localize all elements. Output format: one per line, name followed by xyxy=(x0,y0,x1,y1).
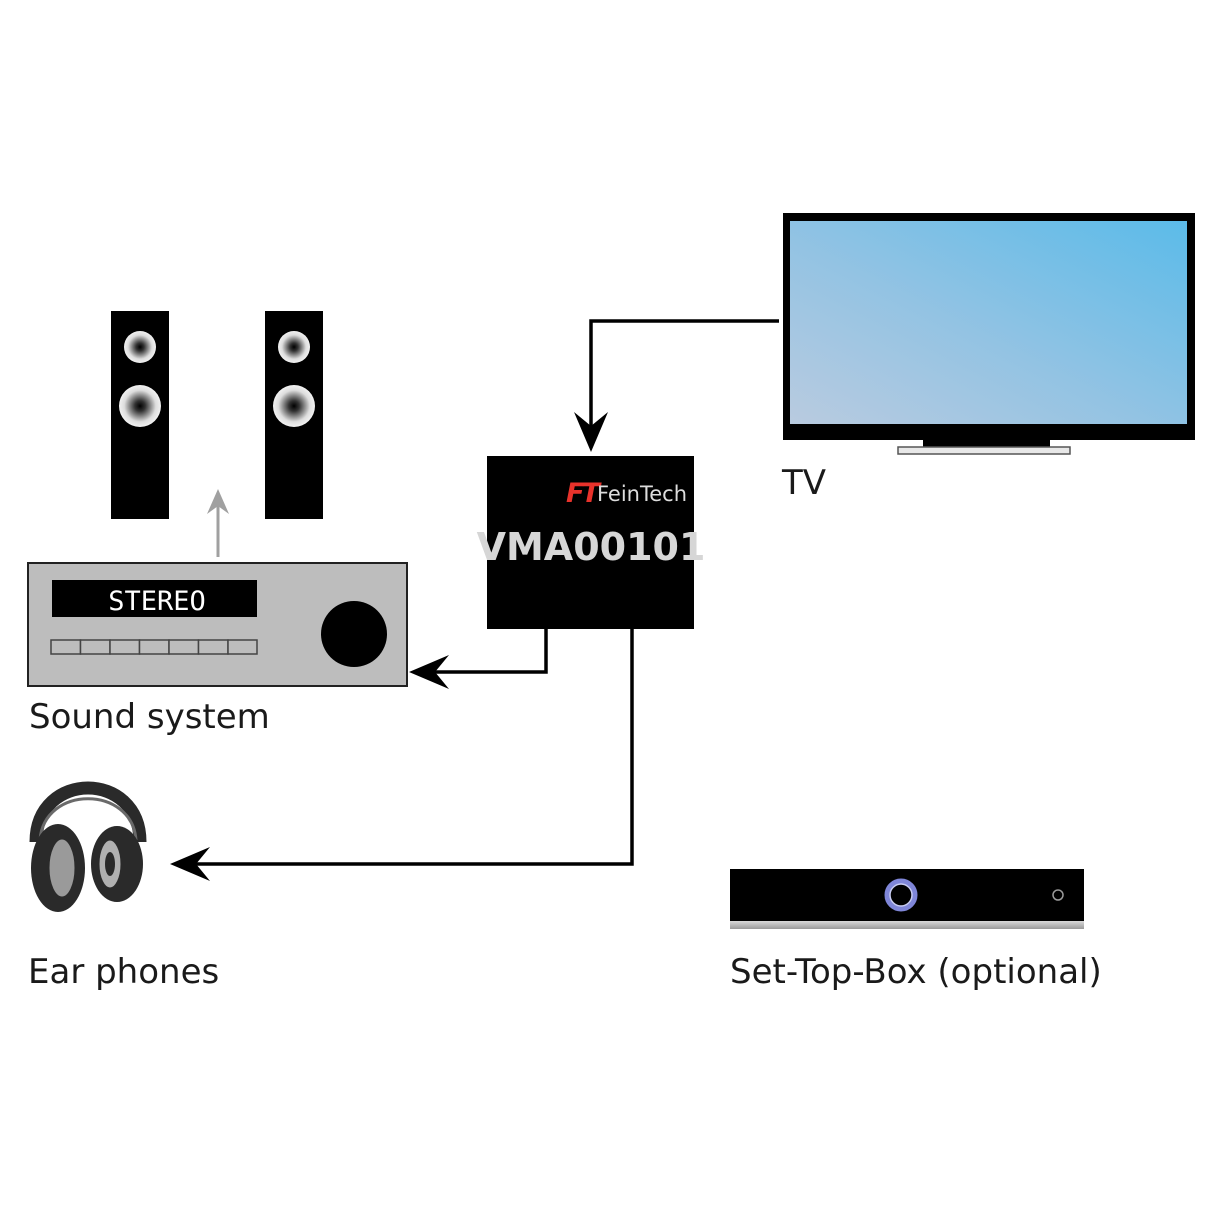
arrow-icon xyxy=(574,319,779,452)
tv-icon xyxy=(783,213,1195,455)
ear-phones-label: Ear phones xyxy=(28,952,220,992)
arrow-icon xyxy=(170,629,634,881)
receiver-display xyxy=(52,580,257,617)
headphones-icon xyxy=(29,781,147,912)
set-top-box-label: Set-Top-Box (optional) xyxy=(730,952,1102,992)
tv-label: TV xyxy=(782,463,827,503)
set-top-box-icon xyxy=(730,869,1084,929)
receiver-display-text: STEREO xyxy=(108,586,206,617)
brand-name: FeinTech xyxy=(597,482,687,506)
receiver-icon: STEREO xyxy=(27,562,408,687)
sound-system-label: Sound system xyxy=(29,697,270,737)
volume-knob xyxy=(321,601,387,667)
arrow-icon xyxy=(207,489,229,557)
feintech-device: FT FeinTech VMA00101 xyxy=(477,456,706,629)
speaker-icon xyxy=(265,311,323,519)
speaker-icon xyxy=(111,311,169,519)
device-model: VMA00101 xyxy=(477,525,706,569)
arrow-icon xyxy=(409,629,548,689)
